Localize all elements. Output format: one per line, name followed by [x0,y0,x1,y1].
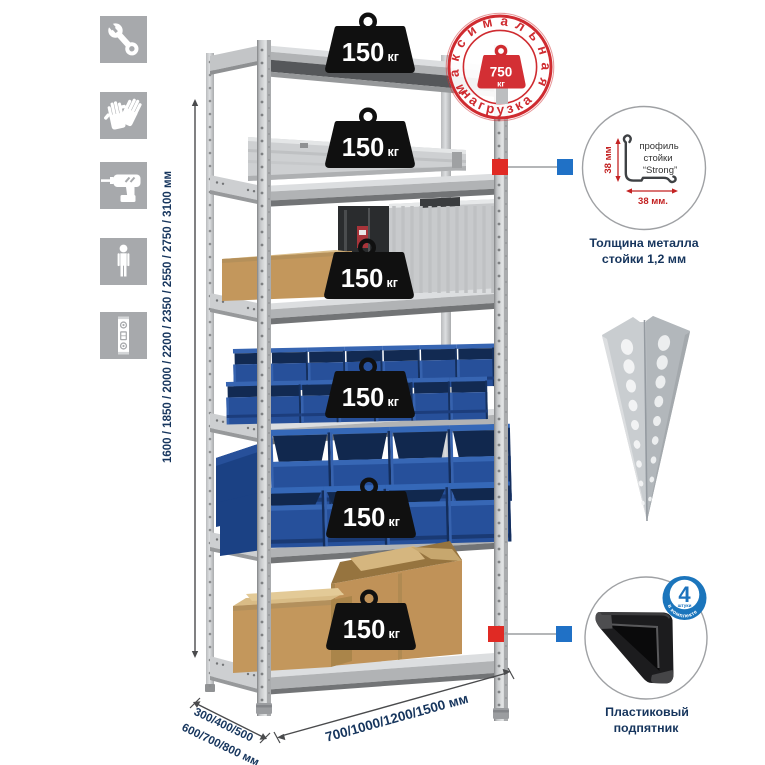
svg-text:стойки 1,2 мм: стойки 1,2 мм [602,252,686,266]
svg-text:подпятник: подпятник [614,721,680,735]
svg-text:профиль: профиль [639,141,678,152]
svg-text:кг: кг [497,79,505,89]
svg-text:4: 4 [678,582,691,607]
svg-text:750: 750 [490,65,513,80]
svg-text:Толщина металла: Толщина металла [589,236,698,250]
svg-text:“Strong”: “Strong” [643,165,677,176]
svg-text:1600 / 1850 / 2000 / 2200 / 23: 1600 / 1850 / 2000 / 2200 / 2350 / 2550 … [162,171,174,463]
svg-text:Пластиковый: Пластиковый [605,705,689,719]
svg-text:стойки: стойки [643,153,672,164]
svg-text:38 мм.: 38 мм. [638,196,668,207]
svg-text:штуки: штуки [678,603,692,608]
svg-text:38 мм: 38 мм [603,146,614,173]
